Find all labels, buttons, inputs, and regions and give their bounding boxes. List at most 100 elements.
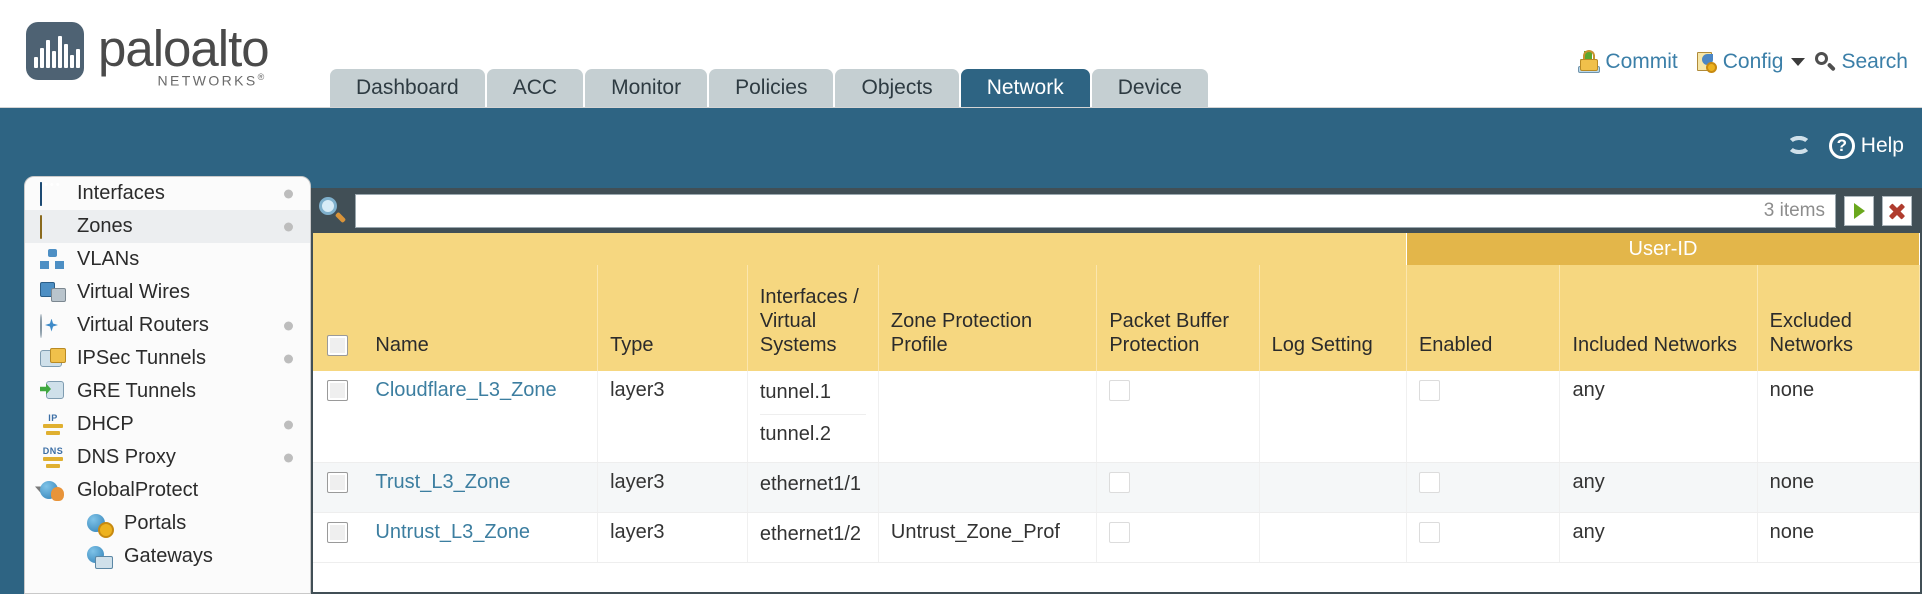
vlans-icon [40, 249, 68, 271]
search-field-wrapper[interactable]: 3 items [355, 193, 1836, 228]
sidebar-item-label: Portals [124, 512, 187, 534]
packet-buffer-protection-checkbox[interactable] [1109, 380, 1131, 402]
config-menu[interactable]: Config [1696, 50, 1806, 74]
arrow-right-icon [1853, 202, 1865, 219]
zones-table-wrapper: User-ID Name Type Interfaces / Virtual S… [313, 233, 1920, 592]
sidebar-item-label: IPSec Tunnels [77, 347, 206, 369]
sidebar-item-virtual-routers[interactable]: Virtual Routers [25, 309, 310, 342]
packet-buffer-protection-checkbox[interactable] [1109, 472, 1131, 494]
sidebar-item-dhcp[interactable]: IP DHCP [25, 408, 310, 441]
zones-table: User-ID Name Type Interfaces / Virtual S… [313, 233, 1920, 563]
sidebar-item-label: DNS Proxy [77, 446, 176, 468]
help-label: Help [1860, 134, 1904, 157]
globalprotect-icon [40, 480, 68, 502]
tab-network-label: Network [986, 76, 1064, 99]
cell-interfaces: ethernet1/1 [747, 462, 879, 513]
sidebar-item-interfaces[interactable]: Interfaces [25, 177, 310, 210]
apply-filter-button[interactable] [1844, 195, 1874, 226]
tab-dashboard[interactable]: Dashboard [330, 69, 485, 107]
cell-type: layer3 [597, 512, 748, 563]
row-select-checkbox[interactable] [327, 472, 348, 494]
sidebar-item-vlans[interactable]: VLANs [25, 243, 310, 276]
tab-network[interactable]: Network [960, 69, 1090, 107]
cell-type: layer3 [597, 462, 748, 513]
cell-included-networks: any [1559, 512, 1758, 563]
packet-buffer-protection-checkbox[interactable] [1109, 522, 1131, 544]
tab-dashboard-label: Dashboard [356, 76, 459, 99]
help-icon: ? [1828, 133, 1855, 159]
filter-search-icon[interactable] [317, 196, 347, 226]
cell-packet-buffer-protection [1096, 512, 1260, 563]
table-row[interactable]: Trust_L3_Zone layer3 ethernet1/1 any [313, 462, 1920, 513]
cell-excluded-networks: none [1757, 512, 1920, 563]
refresh-icon[interactable] [1785, 132, 1813, 160]
sidebar-item-gre-tunnels[interactable]: GRE Tunnels [25, 375, 310, 408]
cell-zone-protection-profile: Untrust_Zone_Prof [878, 512, 1098, 563]
sidebar-item-label: GRE Tunnels [77, 380, 196, 402]
tab-device-label: Device [1117, 76, 1182, 99]
search-label: Search [1841, 50, 1908, 73]
sidebar-item-portals[interactable]: Portals [25, 507, 310, 540]
user-id-enabled-checkbox[interactable] [1418, 522, 1440, 544]
main-tab-bar: Dashboard ACC Monitor Policies Objects N… [330, 69, 1208, 107]
column-header-excluded-networks[interactable]: Excluded Networks [1757, 265, 1920, 371]
filter-bar: 3 items [311, 188, 1922, 233]
close-icon [1887, 201, 1907, 221]
sidebar-item-label: Interfaces [77, 182, 165, 204]
tab-policies[interactable]: Policies [709, 69, 834, 107]
clear-filter-button[interactable] [1882, 195, 1912, 226]
user-id-enabled-checkbox[interactable] [1418, 472, 1440, 494]
cell-interfaces: ethernet1/2 [747, 512, 879, 563]
table-row[interactable]: Cloudflare_L3_Zone layer3 tunnel.1 tunne… [313, 371, 1920, 463]
paloalto-logo: paloalto NETWORKS® [26, 22, 270, 89]
search-button[interactable]: Search [1814, 50, 1908, 74]
column-header-log-setting[interactable]: Log Setting [1259, 265, 1407, 371]
cell-type: layer3 [597, 371, 748, 463]
cell-user-id-enabled [1406, 512, 1561, 563]
tab-device[interactable]: Device [1091, 69, 1208, 107]
column-header-type[interactable]: Type [597, 265, 748, 371]
tab-monitor-label: Monitor [611, 76, 682, 99]
sidebar-item-zones[interactable]: Zones [25, 210, 310, 243]
row-select-checkbox[interactable] [327, 380, 348, 402]
sidebar-item-dns-proxy[interactable]: DNS DNS Proxy [25, 441, 310, 474]
zone-name-link[interactable]: Cloudflare_L3_Zone [375, 379, 557, 401]
row-select-cell [313, 371, 366, 463]
cell-log-setting [1259, 512, 1407, 563]
cell-interfaces: tunnel.1 tunnel.2 [747, 371, 879, 463]
sidebar-item-globalprotect[interactable]: GlobalProtect [25, 474, 310, 507]
column-header-packet-buffer-protection[interactable]: Packet Buffer Protection [1096, 265, 1260, 371]
dhcp-icon: IP [40, 413, 68, 436]
row-select-checkbox[interactable] [327, 522, 348, 544]
table-row[interactable]: Untrust_L3_Zone layer3 ethernet1/2 Untru… [313, 512, 1920, 563]
gateways-icon [87, 546, 115, 568]
sidebar-item-label: Virtual Routers [77, 314, 209, 336]
group-header-user-id: User-ID [1406, 233, 1920, 265]
sidebar-item-ipsec-tunnels[interactable]: IPSec Tunnels [25, 342, 310, 375]
zone-name-link[interactable]: Untrust_L3_Zone [375, 521, 530, 543]
select-all-checkbox[interactable] [327, 335, 348, 357]
search-input[interactable] [356, 195, 1764, 226]
virtual-wires-icon [40, 282, 68, 304]
column-header-included-networks[interactable]: Included Networks [1559, 265, 1758, 371]
sidebar-item-label: Gateways [124, 545, 213, 567]
column-header-enabled[interactable]: Enabled [1406, 265, 1561, 371]
column-header-zone-protection-profile[interactable]: Zone Protection Profile [878, 265, 1098, 371]
sidebar-item-virtual-wires[interactable]: Virtual Wires [25, 276, 310, 309]
cell-packet-buffer-protection [1096, 462, 1260, 513]
tab-acc[interactable]: ACC [486, 69, 584, 107]
column-header-interfaces-virtual-systems[interactable]: Interfaces / Virtual Systems [747, 265, 879, 371]
zone-name-link[interactable]: Trust_L3_Zone [375, 471, 511, 493]
cell-user-id-enabled [1406, 371, 1561, 463]
column-header-name[interactable]: Name [365, 265, 599, 371]
user-id-enabled-checkbox[interactable] [1418, 380, 1440, 402]
tab-monitor[interactable]: Monitor [585, 69, 708, 107]
tab-objects[interactable]: Objects [835, 69, 959, 107]
interfaces-icon [40, 181, 68, 206]
cell-excluded-networks: none [1757, 462, 1920, 513]
sidebar-item-gateways[interactable]: Gateways [25, 540, 310, 573]
help-button[interactable]: ? Help [1828, 133, 1904, 159]
tab-acc-label: ACC [512, 76, 558, 99]
cell-packet-buffer-protection [1096, 371, 1260, 463]
